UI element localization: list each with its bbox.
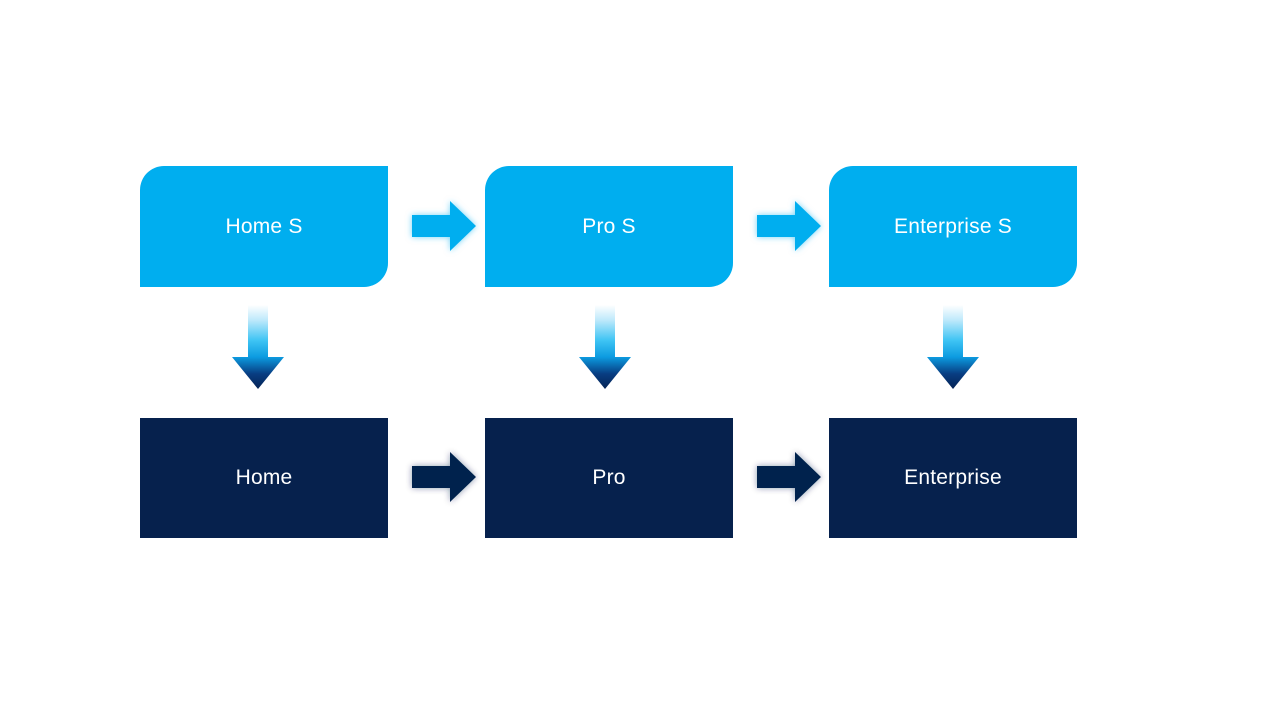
node-enterprise-s[interactable]: Enterprise S (829, 166, 1077, 287)
node-pro[interactable]: Pro (485, 418, 733, 538)
node-home-s[interactable]: Home S (140, 166, 388, 287)
node-label: Home (235, 466, 293, 490)
node-pro-s[interactable]: Pro S (485, 166, 733, 287)
arrow-right-icon-pro-to-enterprise (755, 448, 823, 506)
arrow-down-icon-enterprise-s-to-enterprise (925, 305, 981, 391)
node-label: Pro (592, 466, 626, 490)
arrow-right-icon-pro-s-to-enterprise-s (755, 197, 823, 255)
node-label: Pro S (582, 214, 636, 238)
node-enterprise[interactable]: Enterprise (829, 418, 1077, 538)
node-home[interactable]: Home (140, 418, 388, 538)
arrow-right-icon-home-to-pro (410, 448, 478, 506)
arrow-down-icon-pro-s-to-pro (577, 305, 633, 391)
node-label: Enterprise (904, 466, 1002, 490)
node-label: Home S (225, 214, 303, 238)
arrow-down-icon-home-s-to-home (230, 305, 286, 391)
arrow-right-icon-home-s-to-pro-s (410, 197, 478, 255)
node-label: Enterprise S (894, 214, 1012, 238)
